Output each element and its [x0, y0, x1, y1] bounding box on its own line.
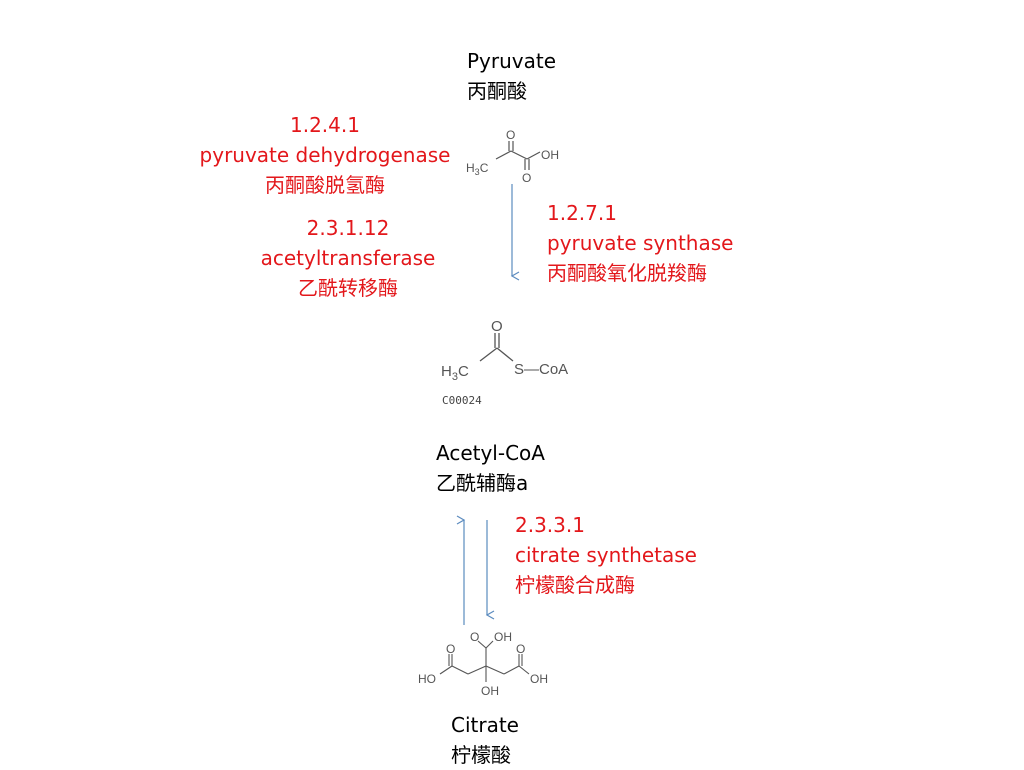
enzyme-name-zh: 乙酰转移酶	[298, 276, 398, 300]
enzyme-acetyltransferase: 2.3.1.12 acetyltransferase 乙酰转移酶	[248, 213, 448, 303]
citrate-oh-center: OH	[481, 684, 499, 698]
enzyme-ec-number: 2.3.3.1	[515, 513, 585, 537]
acetyl-coa-name-zh: 乙酰辅酶a	[436, 471, 529, 495]
enzyme-citrate-synthetase: 2.3.3.1 citrate synthetase 柠檬酸合成酶	[515, 510, 697, 600]
citrate-o-right: O	[516, 642, 525, 656]
citrate-name-en: Citrate	[451, 713, 519, 737]
enzyme-name-zh: 丙酮酸脱氢酶	[265, 173, 385, 197]
pyruvate-name-en: Pyruvate	[467, 49, 557, 73]
pyruvate-structure: O O OH H3C	[466, 128, 559, 185]
enzyme-pyruvate-synthase: 1.2.7.1 pyruvate synthase 丙酮酸氧化脱羧酶	[547, 198, 733, 288]
citrate-structure: O OH O O HO OH OH	[418, 630, 548, 698]
enzyme-name-en: acetyltransferase	[260, 246, 436, 270]
citrate-oh-top: OH	[494, 630, 512, 644]
enzyme-name-zh: 柠檬酸合成酶	[515, 573, 635, 597]
enzyme-ec-number: 1.2.7.1	[547, 201, 617, 225]
citrate-ho-left: HO	[418, 672, 436, 686]
enzyme-pyruvate-dehydrogenase: 1.2.4.1 pyruvate dehydrogenase 丙酮酸脱氢酶	[194, 110, 456, 200]
citrate-o-left: O	[446, 642, 455, 656]
pyruvate-o-bottom: O	[522, 171, 531, 185]
citrate-oh-right: OH	[530, 672, 548, 686]
pyruvate-ch3: H3C	[466, 161, 489, 177]
enzyme-name-zh: 丙酮酸氧化脱羧酶	[547, 261, 707, 285]
citrate-o-top: O	[470, 630, 479, 644]
acetyl-coa-kegg-id: C00024	[442, 394, 482, 407]
enzyme-name-en: pyruvate synthase	[547, 231, 734, 255]
enzyme-ec-number: 2.3.1.12	[306, 216, 390, 240]
citrate-name-zh: 柠檬酸	[451, 743, 511, 767]
acetyl-coa-ch3: H3C	[441, 363, 469, 383]
pyruvate-o-top: O	[506, 128, 515, 142]
acetyl-coa-label: Acetyl-CoA 乙酰辅酶a	[436, 438, 545, 498]
enzyme-ec-number: 1.2.4.1	[290, 113, 360, 137]
pyruvate-oh: OH	[541, 148, 559, 162]
enzyme-name-en: citrate synthetase	[515, 543, 697, 567]
pyruvate-name-zh: 丙酮酸	[467, 79, 527, 103]
pyruvate-label: Pyruvate 丙酮酸	[467, 46, 556, 106]
acetyl-coa-name-en: Acetyl-CoA	[436, 441, 545, 465]
acetyl-coa-structure: O H3C S—CoA C00024	[441, 318, 568, 407]
citrate-label: Citrate 柠檬酸	[451, 710, 519, 770]
acetyl-coa-o: O	[491, 318, 503, 335]
acetyl-coa-s-coa: S—CoA	[514, 361, 568, 378]
enzyme-name-en: pyruvate dehydrogenase	[199, 143, 451, 167]
